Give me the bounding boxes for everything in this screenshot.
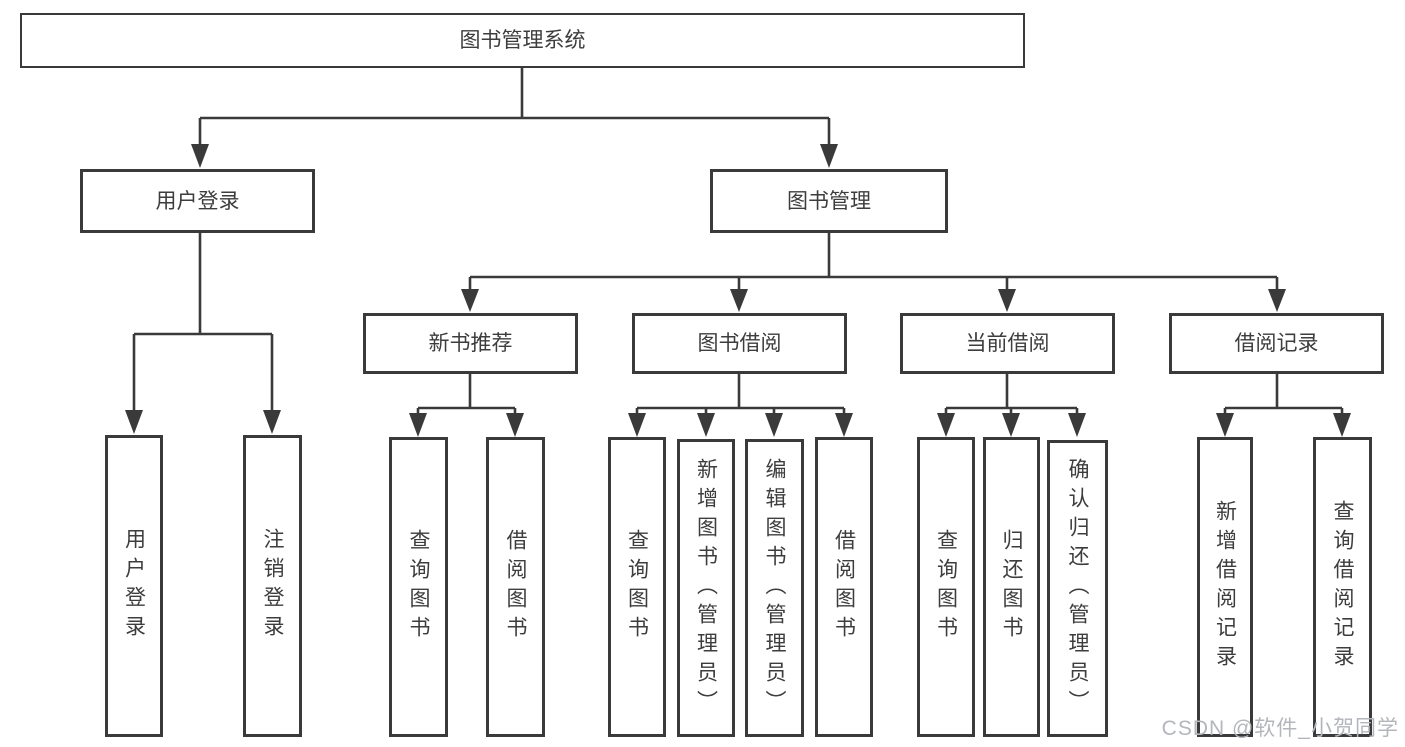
leaf-add-book-admin: 新增图书（管理员） <box>677 439 735 737</box>
leaf-return-book: 归还图书 <box>983 437 1040 737</box>
node-user-login: 用户登录 <box>80 169 315 233</box>
node-book-management: 图书管理 <box>710 169 948 233</box>
csdn-watermark: CSDN @软件_小贺同学 <box>1161 717 1399 740</box>
leaf-query-books-current: 查询图书 <box>917 437 975 737</box>
node-new-book-recommend: 新书推荐 <box>363 313 578 374</box>
leaf-borrow-books-borrowing: 借阅图书 <box>815 437 873 737</box>
leaf-logout: 注销登录 <box>243 435 302 737</box>
leaf-user-login: 用户登录 <box>105 435 163 737</box>
leaf-query-books-borrowing: 查询图书 <box>608 437 666 737</box>
connector-shafts <box>132 68 1344 414</box>
leaf-borrow-books-recommend: 借阅图书 <box>486 437 545 737</box>
leaf-add-borrow-record: 新增借阅记录 <box>1197 437 1253 737</box>
leaf-query-borrow-record: 查询借阅记录 <box>1313 437 1372 737</box>
arrowheads <box>125 144 1351 437</box>
node-current-borrowing: 当前借阅 <box>900 313 1115 374</box>
node-borrowing-records: 借阅记录 <box>1169 313 1384 374</box>
leaf-query-books-recommend: 查询图书 <box>389 437 448 737</box>
leaf-confirm-return-admin: 确认归还（管理员） <box>1047 440 1108 737</box>
leaf-edit-book-admin: 编辑图书（管理员） <box>745 439 804 737</box>
node-library-management-system: 图书管理系统 <box>20 13 1025 68</box>
node-book-borrowing: 图书借阅 <box>632 313 847 374</box>
